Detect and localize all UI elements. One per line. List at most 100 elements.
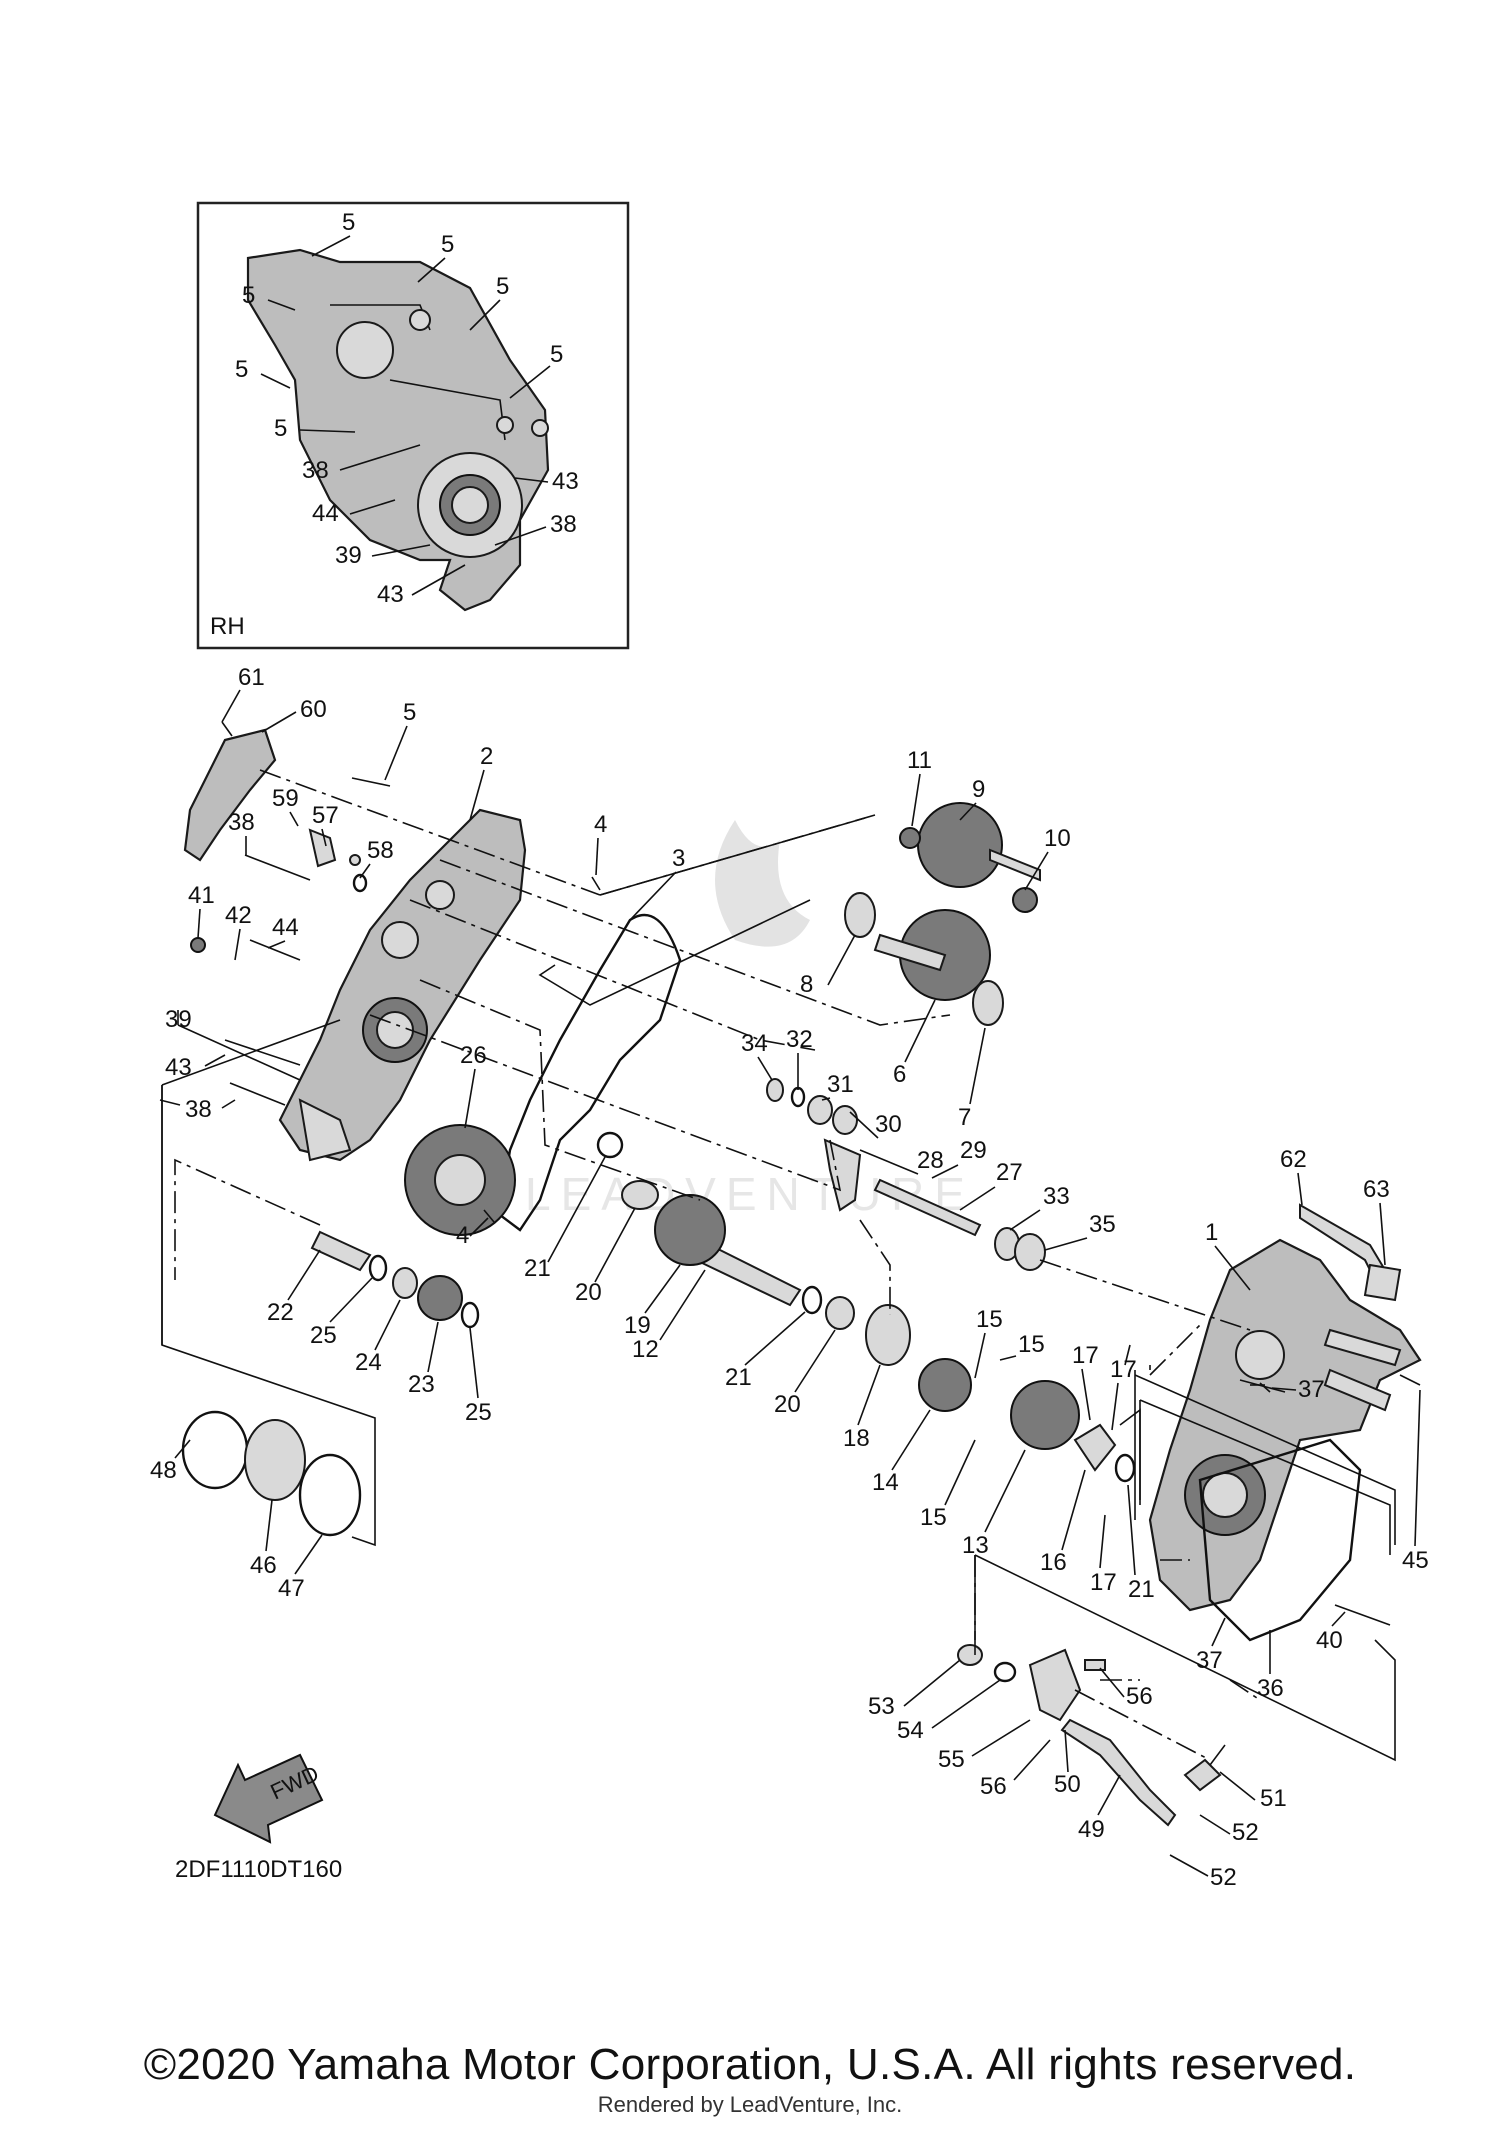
callout-36: 36 <box>1257 1675 1284 1702</box>
inset-callouts: 5 5 5 5 5 5 5 38 43 44 38 39 43 <box>235 209 579 608</box>
callout-9: 9 <box>972 776 985 803</box>
inset-callout-38a: 38 <box>302 457 329 484</box>
callout-48: 48 <box>150 1457 177 1484</box>
shaft-22 <box>310 1230 372 1272</box>
callout-57: 57 <box>312 802 339 829</box>
sleeve-18 <box>865 1304 911 1366</box>
bolts <box>177 721 1421 1766</box>
callout-47: 47 <box>278 1575 305 1602</box>
inset-box <box>196 201 630 650</box>
callout-19: 19 <box>624 1312 651 1339</box>
inset-callout-5f: 5 <box>550 341 563 368</box>
callout-17c: 17 <box>1090 1569 1117 1596</box>
gear-14 <box>918 1358 972 1412</box>
callout-20b: 20 <box>774 1391 801 1418</box>
case-gasket-36 <box>1198 1438 1362 1642</box>
callout-17a: 17 <box>1072 1342 1099 1369</box>
callout-54: 54 <box>897 1717 924 1744</box>
callout-58: 58 <box>367 837 394 864</box>
inset-callout-44: 44 <box>312 500 339 527</box>
inset-callout-39: 39 <box>335 542 362 569</box>
callout-33: 33 <box>1043 1183 1070 1210</box>
inset-callout-43a: 43 <box>552 468 579 495</box>
cover-gasket <box>498 913 682 1232</box>
stopper-16 <box>1073 1423 1117 1472</box>
callout-11: 11 <box>907 747 932 774</box>
callout-49: 49 <box>1078 1816 1105 1843</box>
callout-62: 62 <box>1280 1146 1307 1173</box>
callout-61: 61 <box>238 664 265 691</box>
callout-4a: 4 <box>594 811 607 838</box>
callout-15c: 15 <box>920 1504 947 1531</box>
callout-55: 55 <box>938 1746 965 1773</box>
callout-17b: 17 <box>1110 1356 1137 1383</box>
belt-guard <box>183 728 277 862</box>
callout-2: 2 <box>480 743 493 770</box>
callout-34: 34 <box>741 1030 768 1057</box>
callout-59: 59 <box>272 785 299 812</box>
callout-6: 6 <box>893 1061 906 1088</box>
callout-1: 1 <box>1205 1219 1218 1246</box>
callout-28: 28 <box>917 1147 944 1174</box>
callout-63: 63 <box>1363 1176 1390 1203</box>
inset-callout-5c: 5 <box>242 282 255 309</box>
callout-30: 30 <box>875 1111 902 1138</box>
inset-callout-5g: 5 <box>274 415 287 442</box>
callout-38a: 38 <box>228 809 255 836</box>
callout-10: 10 <box>1044 825 1071 852</box>
inset-callout-5a: 5 <box>342 209 355 236</box>
callout-12: 12 <box>632 1336 659 1363</box>
callout-53: 53 <box>868 1693 895 1720</box>
crankcase-cover-left <box>278 808 527 1162</box>
callout-38b: 38 <box>185 1096 212 1123</box>
gear-19 <box>654 1194 726 1266</box>
inset-callout-5d: 5 <box>496 273 509 300</box>
rod-49 <box>1060 1718 1177 1827</box>
lever-55 <box>1028 1648 1082 1722</box>
callout-56b: 56 <box>980 1773 1007 1800</box>
callout-43: 43 <box>165 1054 192 1081</box>
callout-37b: 37 <box>1196 1647 1223 1674</box>
callout-16: 16 <box>1040 1549 1067 1576</box>
inset-callout-38b: 38 <box>550 511 577 538</box>
callout-31: 31 <box>827 1071 854 1098</box>
callout-5: 5 <box>403 699 416 726</box>
shift-shaft-27 <box>873 1178 982 1237</box>
ring-46 <box>244 1419 306 1501</box>
drawing-code: 2DF1110DT160 <box>175 1856 342 1883</box>
callout-15b: 15 <box>1018 1331 1045 1358</box>
callout-21c: 21 <box>1128 1576 1155 1603</box>
callout-44: 44 <box>272 914 299 941</box>
callout-45: 45 <box>1402 1547 1429 1574</box>
callout-40: 40 <box>1316 1627 1343 1654</box>
callout-23: 23 <box>408 1371 435 1398</box>
bearing-8 <box>844 892 876 938</box>
ring-47 <box>298 1453 362 1537</box>
callout-60: 60 <box>300 696 327 723</box>
callout-25b: 25 <box>465 1399 492 1426</box>
gear-13 <box>1010 1380 1080 1450</box>
main-callouts: 61 60 5 2 4 3 11 9 10 59 57 38 58 41 42 … <box>150 664 1429 1891</box>
callout-52a: 52 <box>1232 1819 1259 1846</box>
gear-23 <box>417 1275 463 1321</box>
crankcase-right <box>1148 1238 1422 1612</box>
callout-24: 24 <box>355 1349 382 1376</box>
callout-50: 50 <box>1054 1771 1081 1798</box>
callout-21a: 21 <box>524 1255 551 1282</box>
callout-35: 35 <box>1089 1211 1116 1238</box>
callout-37a: 37 <box>1298 1376 1325 1403</box>
callout-25a: 25 <box>310 1322 337 1349</box>
callout-21b: 21 <box>725 1364 752 1391</box>
group-frames <box>161 817 1396 1762</box>
callout-46: 46 <box>250 1552 277 1579</box>
callout-13: 13 <box>962 1532 989 1559</box>
inset-callout-5e: 5 <box>235 356 248 383</box>
callout-27: 27 <box>996 1159 1023 1186</box>
callout-4b: 4 <box>456 1222 469 1249</box>
callout-7: 7 <box>958 1104 971 1131</box>
callout-56a: 56 <box>1126 1683 1153 1710</box>
callout-29: 29 <box>960 1137 987 1164</box>
callout-32: 32 <box>786 1026 813 1053</box>
fwd-arrow-icon: FWD <box>213 1753 324 1844</box>
